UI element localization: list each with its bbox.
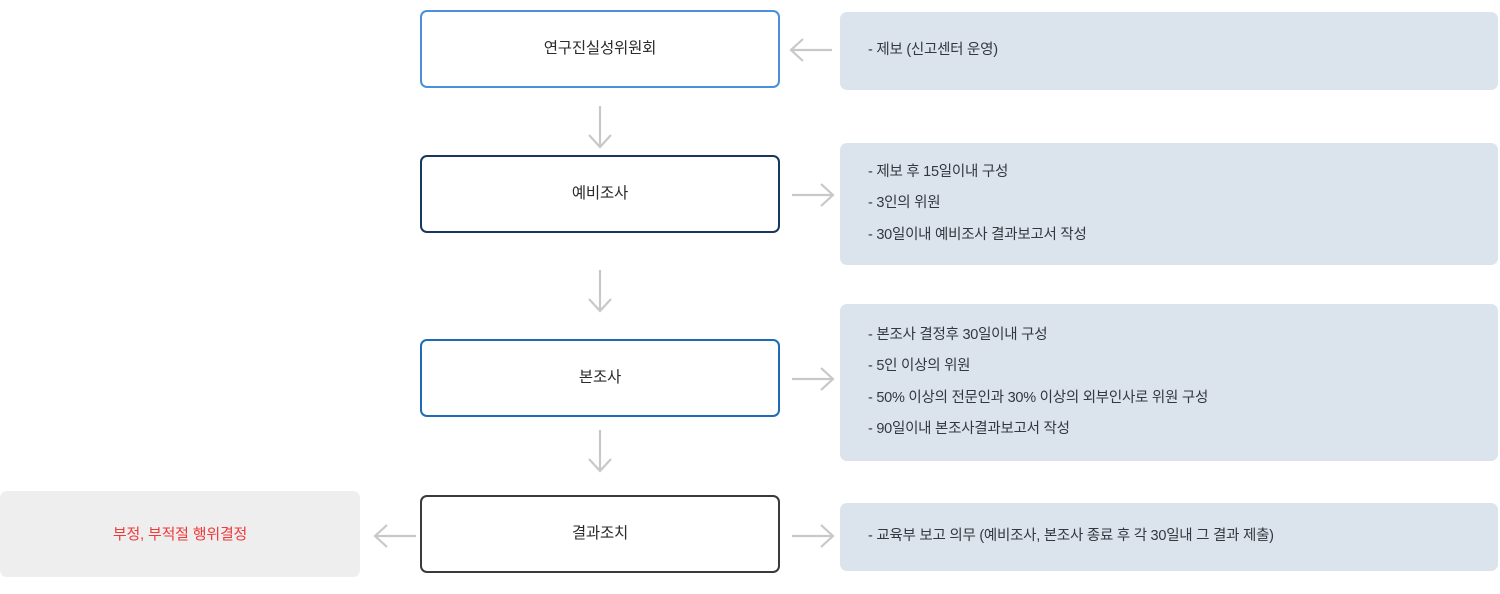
process-box-committee[interactable]: 연구진실성위원회 [420, 10, 780, 88]
process-box-committee-label: 연구진실성위원회 [543, 40, 657, 58]
outcome-box-label: 부정, 부적절 행위결정 [112, 525, 248, 543]
info-line: - 5인 이상의 위원 [868, 358, 971, 375]
arrow-down-icon [582, 268, 618, 314]
arrow-down-icon [582, 104, 618, 150]
info-panel-prelim: - 제보 후 15일이내 구성 - 3인의 위원 - 30일이내 예비조사 결과… [840, 143, 1498, 265]
info-line: - 교육부 보고 의무 (예비조사, 본조사 종료 후 각 30일내 그 결과 … [868, 528, 1274, 545]
arrow-right-icon [790, 177, 836, 213]
arrow-left-icon [372, 518, 418, 554]
arrow-left-icon [788, 32, 834, 68]
info-line: - 50% 이상의 전문인과 30% 이상의 외부인사로 위원 구성 [868, 389, 1209, 406]
info-panel-main: - 본조사 결정후 30일이내 구성 - 5인 이상의 위원 - 50% 이상의… [840, 304, 1498, 461]
arrow-right-icon [790, 518, 836, 554]
process-box-prelim-label: 예비조사 [571, 185, 629, 203]
process-box-prelim[interactable]: 예비조사 [420, 155, 780, 233]
arrow-right-icon [790, 361, 836, 397]
info-line: - 90일이내 본조사결과보고서 작성 [868, 420, 1070, 437]
info-line: - 30일이내 예비조사 결과보고서 작성 [868, 226, 1087, 243]
process-box-result-label: 결과조치 [571, 525, 629, 543]
process-box-main-label: 본조사 [578, 369, 622, 387]
outcome-box[interactable]: 부정, 부적절 행위결정 [0, 491, 360, 577]
info-line: - 제보 후 15일이내 구성 [868, 163, 1009, 180]
info-line: - 3인의 위원 [868, 195, 941, 212]
info-panel-result: - 교육부 보고 의무 (예비조사, 본조사 종료 후 각 30일내 그 결과 … [840, 503, 1498, 571]
info-panel-committee: - 제보 (신고센터 운영) [840, 12, 1498, 90]
info-line: - 본조사 결정후 30일이내 구성 [868, 326, 1048, 343]
arrow-down-icon [582, 428, 618, 474]
process-box-result[interactable]: 결과조치 [420, 495, 780, 573]
info-line: - 제보 (신고센터 운영) [868, 42, 998, 59]
process-box-main[interactable]: 본조사 [420, 339, 780, 417]
